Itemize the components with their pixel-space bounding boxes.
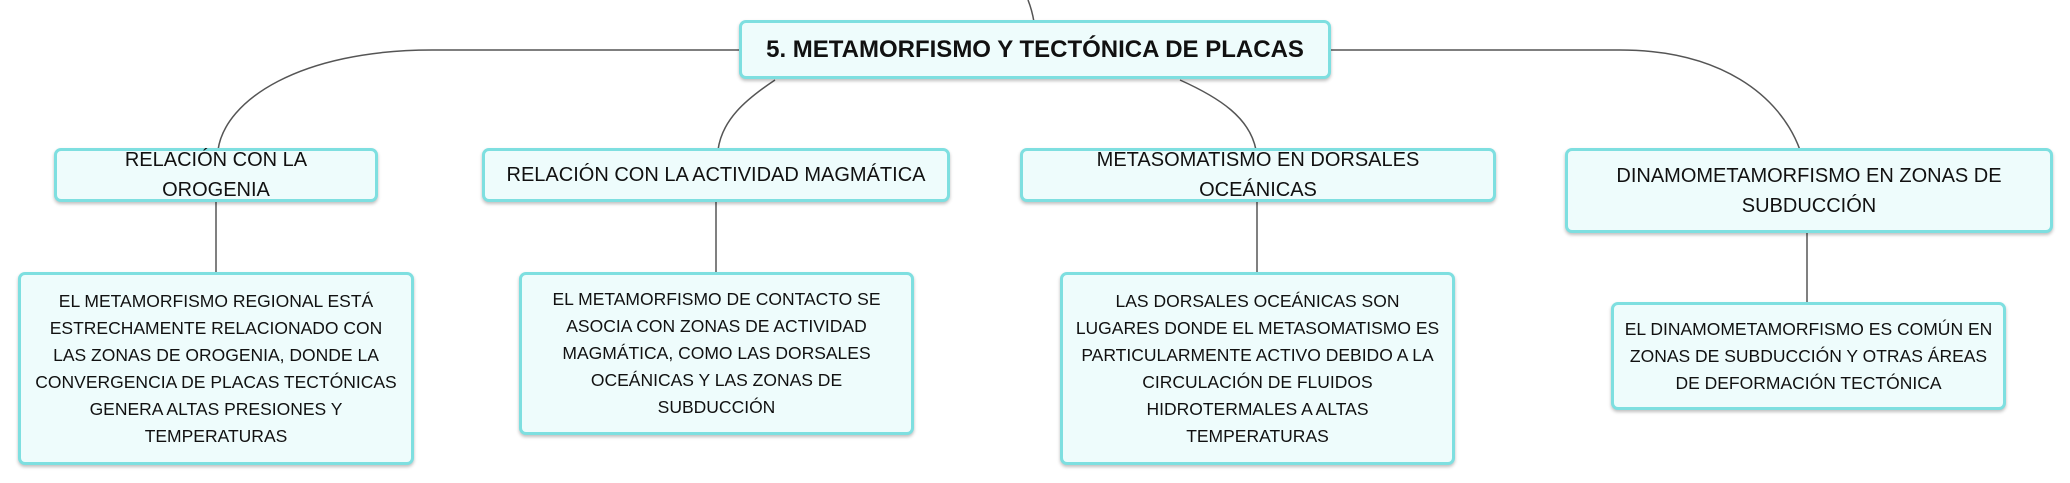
branch-topic-dinamometamorfismo[interactable]: DINAMOMETAMORFISMO EN ZONAS DE SUBDUCCIÓ…: [1565, 148, 2053, 233]
branch-topic-metasomatismo[interactable]: METASOMATISMO EN DORSALES OCEÁNICAS: [1020, 148, 1496, 202]
connector-root-to-branch-1: [217, 49, 740, 151]
detail-dinamometamorfismo[interactable]: EL DINAMOMETAMORFISMO ES COMÚN EN ZONAS …: [1611, 302, 2006, 410]
detail-orogenia[interactable]: EL METAMORFISMO REGIONAL ESTÁ ESTRECHAME…: [18, 272, 414, 465]
detail-metasomatismo[interactable]: LAS DORSALES OCEÁNICAS SON LUGARES DONDE…: [1060, 272, 1455, 465]
connector-root-to-branch-2: [717, 79, 776, 151]
branch-topic-orogenia[interactable]: RELACIÓN CON LA OROGENIA: [54, 148, 378, 202]
detail-text: EL METAMORFISMO DE CONTACTO SE ASOCIA CO…: [552, 289, 881, 417]
detail-actividad-magmatica[interactable]: EL METAMORFISMO DE CONTACTO SE ASOCIA CO…: [519, 272, 914, 435]
root-topic[interactable]: 5. METAMORFISMO Y TECTÓNICA DE PLACAS: [739, 20, 1331, 79]
connector-parent-to-root: [1027, 0, 1035, 23]
branch-topic-label: DINAMOMETAMORFISMO EN ZONAS DE SUBDUCCIÓ…: [1616, 164, 2002, 217]
detail-text: LAS DORSALES OCEÁNICAS SON LUGARES DONDE…: [1075, 290, 1440, 446]
root-topic-label: 5. METAMORFISMO Y TECTÓNICA DE PLACAS: [766, 35, 1304, 63]
connector-root-to-branch-3: [1179, 79, 1257, 151]
branch-topic-label: RELACIÓN CON LA OROGENIA: [124, 149, 308, 201]
branch-topic-label: METASOMATISMO EN DORSALES OCEÁNICAS: [1096, 149, 1420, 201]
connector-root-to-branch-4: [1330, 49, 1801, 151]
detail-text: EL DINAMOMETAMORFISMO ES COMÚN EN ZONAS …: [1624, 318, 1993, 393]
branch-topic-actividad-magmatica[interactable]: RELACIÓN CON LA ACTIVIDAD MAGMÁTICA: [482, 148, 950, 202]
branch-topic-label: RELACIÓN CON LA ACTIVIDAD MAGMÁTICA: [506, 164, 926, 186]
detail-text: EL METAMORFISMO REGIONAL ESTÁ ESTRECHAME…: [35, 290, 397, 446]
